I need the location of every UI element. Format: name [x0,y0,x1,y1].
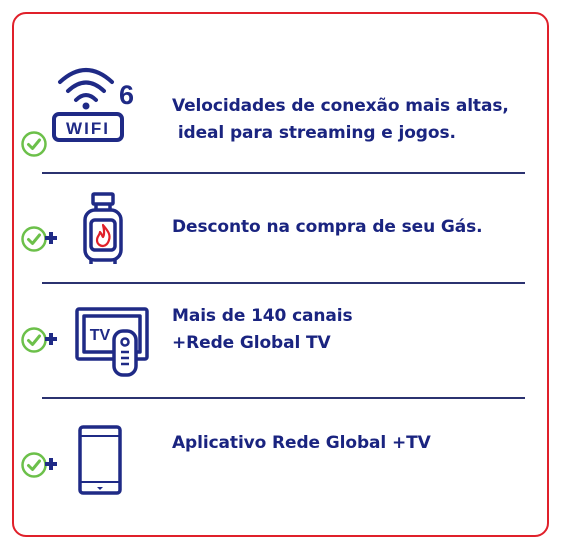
feature-app-text: Aplicativo Rede Global +TV [172,430,431,457]
feature-tv-line1: Mais de 140 canais [172,306,353,326]
wifi-6-icon: 6 WIFI [52,68,134,142]
feature-wifi-line2: ideal para streaming e jogos. [172,123,456,143]
divider [42,397,525,399]
check-circle-plus-icon [21,452,57,478]
divider [42,172,525,174]
tv-remote-icon: TV [75,307,149,377]
gas-cylinder-icon [83,192,123,264]
feature-app-line1: Aplicativo Rede Global +TV [172,433,431,453]
divider [42,282,525,284]
svg-text:TV: TV [90,327,111,344]
check-circle-icon [21,131,47,157]
smartphone-icon [78,425,122,495]
feature-gas-line1: Desconto na compra de seu Gás. [172,217,483,237]
check-circle-plus-icon [21,327,57,353]
benefits-card [12,12,549,537]
svg-text:6: 6 [119,80,134,110]
feature-wifi-text: Velocidades de conexão mais altas, ideal… [172,93,509,147]
feature-tv-text: Mais de 140 canais +Rede Global TV [172,303,353,357]
svg-text:WIFI: WIFI [66,119,110,138]
feature-wifi-line1: Velocidades de conexão mais altas, [172,96,509,116]
feature-gas-text: Desconto na compra de seu Gás. [172,214,483,241]
check-circle-plus-icon [21,226,57,252]
feature-tv-line2: +Rede Global TV [172,333,331,353]
